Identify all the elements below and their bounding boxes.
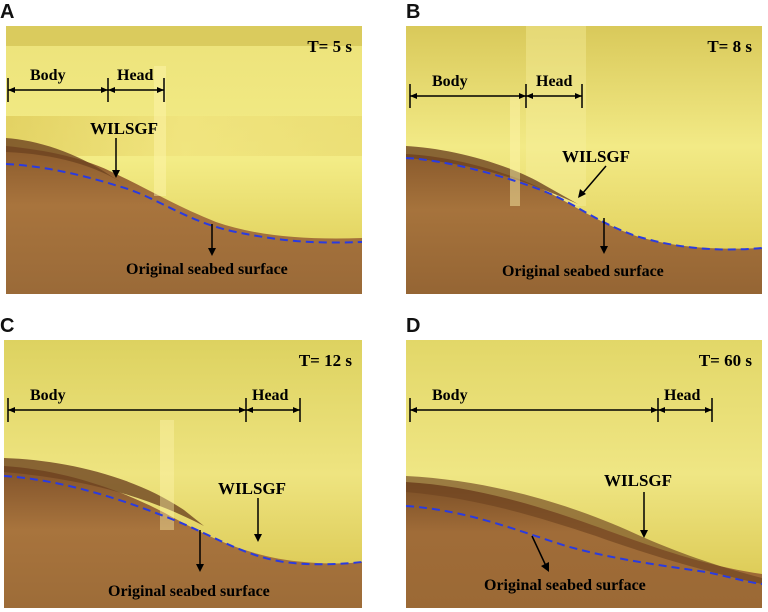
light-reflection — [510, 96, 520, 206]
mid-band — [6, 116, 362, 156]
arrowhead-icon — [8, 87, 15, 93]
seabed-pointer-line — [531, 535, 547, 567]
flow-pointer-line — [581, 165, 607, 195]
panel-a-head-label: Head — [117, 67, 154, 84]
arrowhead-icon — [196, 564, 204, 572]
arrowhead-icon — [519, 93, 526, 99]
panel-d-flow-label: WILSGF — [604, 471, 673, 490]
panel-d-photo: T= 60 s Body Head WILSGF Original seabed… — [406, 340, 762, 608]
panel-a-photo: T= 5 s Body Head WILSGF Original seabed … — [6, 26, 362, 294]
arrowhead-icon — [112, 170, 120, 178]
panel-b-time: T= 8 s — [707, 37, 752, 56]
panel-b-body-label: Body — [432, 73, 468, 90]
panel-c-letter: C — [0, 315, 15, 337]
sediment-layer — [406, 154, 762, 294]
sediment-layer — [406, 482, 762, 608]
light-reflection — [526, 26, 586, 206]
arrowhead-icon — [8, 407, 15, 413]
sediment-layer — [6, 146, 362, 294]
panel-a-seabed-label: Original seabed surface — [126, 261, 288, 278]
original-seabed-line — [4, 475, 362, 566]
arrowhead-icon — [541, 562, 549, 572]
arrowhead-icon — [293, 407, 300, 413]
light-reflection — [160, 420, 174, 530]
panel-b-photo: T= 8 s Body Head WILSGF Original seabed … — [406, 26, 762, 294]
panel-b-flow-label: WILSGF — [562, 147, 631, 166]
arrowhead-icon — [640, 530, 648, 538]
arrowhead-icon — [157, 87, 164, 93]
panel-c-body-label: Body — [30, 387, 66, 404]
panel-a-time: T= 5 s — [307, 37, 352, 56]
arrowhead-icon — [246, 407, 253, 413]
panel-c-seabed-label: Original seabed surface — [108, 583, 270, 600]
arrowhead-icon — [208, 248, 216, 256]
sediment-layer — [4, 466, 362, 608]
panel-b-head-label: Head — [536, 73, 573, 90]
panel-c-time: T= 12 s — [298, 351, 352, 370]
panel-a-flow-label: WILSGF — [90, 119, 159, 138]
panel-d-head-label: Head — [664, 387, 701, 404]
gravity-flow-body — [406, 146, 578, 204]
panel-d-scene — [406, 340, 762, 608]
light-reflection — [154, 66, 166, 196]
arrowhead-icon — [526, 93, 533, 99]
panel-d-time: T= 60 s — [698, 351, 752, 370]
arrowhead-icon — [578, 189, 586, 198]
panel-c-head-label: Head — [252, 387, 289, 404]
arrowhead-icon — [108, 87, 115, 93]
arrowhead-icon — [658, 407, 665, 413]
panel-b-seabed-label: Original seabed surface — [502, 263, 664, 280]
arrowhead-icon — [410, 407, 417, 413]
arrowhead-icon — [600, 246, 608, 254]
arrowhead-icon — [651, 407, 658, 413]
panel-d-letter: D — [406, 315, 421, 337]
panel-b-scene — [406, 26, 762, 294]
panel-a-letter: A — [0, 1, 15, 23]
arrowhead-icon — [705, 407, 712, 413]
panel-b-letter: B — [406, 1, 421, 23]
original-seabed-line — [406, 157, 762, 251]
panel-c-scene — [4, 340, 362, 608]
panel-a-scene — [6, 26, 362, 294]
panel-d-seabed-label: Original seabed surface — [484, 577, 646, 594]
panel-d-body-label: Body — [432, 387, 468, 404]
original-seabed-line — [6, 163, 362, 244]
gravity-flow-body — [6, 138, 124, 184]
arrowhead-icon — [239, 407, 246, 413]
arrowhead-icon — [575, 93, 582, 99]
arrowhead-icon — [254, 534, 262, 542]
panel-c-flow-label: WILSGF — [218, 479, 287, 498]
gravity-flow-body — [4, 458, 204, 526]
arrowhead-icon — [410, 93, 417, 99]
original-seabed-line — [406, 505, 762, 585]
gravity-flow-body — [406, 476, 762, 584]
top-haze — [6, 26, 362, 46]
arrowhead-icon — [101, 87, 108, 93]
panel-a-body-label: Body — [30, 67, 66, 84]
panel-c-photo: T= 12 s Body Head WILSGF Original seabed… — [4, 340, 362, 608]
